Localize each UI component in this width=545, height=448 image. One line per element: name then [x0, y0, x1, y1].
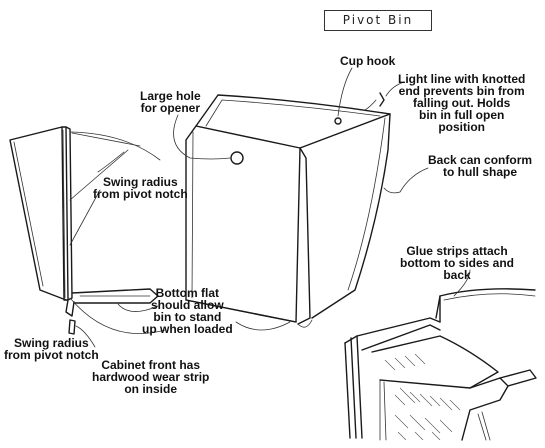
label-bottom-flat-line-2: should allow [151, 298, 224, 312]
title-label: Pivot Bin [324, 10, 432, 31]
leader-lines [75, 67, 471, 348]
detail-view [344, 288, 537, 441]
label-light-line: Light line with knotted end prevents bin… [398, 73, 525, 133]
label-large-hole-line-2: for opener [140, 101, 201, 115]
label-swing-radius-top-line-2: from pivot notch [93, 187, 188, 201]
label-cabinet-front-line-3: on inside [124, 382, 178, 396]
label-large-hole: Large hole for opener [140, 90, 201, 114]
label-cabinet-front: Cabinet front has hardwood wear strip on… [92, 359, 209, 395]
label-cabinet-front-line-2: hardwood wear strip [92, 370, 210, 384]
label-glue-strips-line-2: bottom to sides and [400, 256, 514, 270]
label-glue-strips-line-3: back [443, 268, 471, 282]
label-light-line-line-5: position [438, 120, 485, 134]
label-cabinet-front-line-1: Cabinet front has [101, 358, 201, 372]
label-bottom-flat-line-3: bin to stand [153, 310, 222, 324]
label-cup-hook: Cup hook [340, 54, 396, 68]
label-bottom-flat-line-4: up when loaded [142, 322, 233, 336]
label-large-hole-line-1: Large hole [140, 89, 201, 103]
label-back-conform: Back can conform to hull shape [428, 154, 532, 178]
label-swing-radius-top: Swing radius from pivot notch [93, 176, 188, 200]
label-swing-radius-top-line-1: Swing radius [102, 175, 178, 189]
swing-view [9, 126, 166, 335]
label-swing-radius-bottom: Swing radius from pivot notch [4, 337, 99, 361]
label-swing-radius-bottom-line-2: from pivot notch [4, 348, 99, 362]
label-back-conform-line-1: Back can conform [428, 153, 533, 167]
label-glue-strips: Glue strips attach bottom to sides and b… [400, 245, 514, 281]
label-bottom-flat-line-1: Bottom flat [155, 286, 219, 300]
label-light-line-line-2: end prevents bin from [398, 84, 525, 98]
label-back-conform-line-2: to hull shape [443, 165, 518, 179]
label-glue-strips-line-1: Glue strips attach [406, 244, 508, 258]
label-light-line-line-1: Light line with knotted [398, 72, 526, 86]
label-light-line-line-3: falling out. Holds [413, 96, 511, 110]
label-bottom-flat: Bottom flat should allow bin to stand up… [142, 287, 233, 335]
bin-body [185, 92, 391, 328]
label-light-line-line-4: bin in full open [419, 108, 505, 122]
label-swing-radius-bottom-line-1: Swing radius [13, 336, 89, 350]
